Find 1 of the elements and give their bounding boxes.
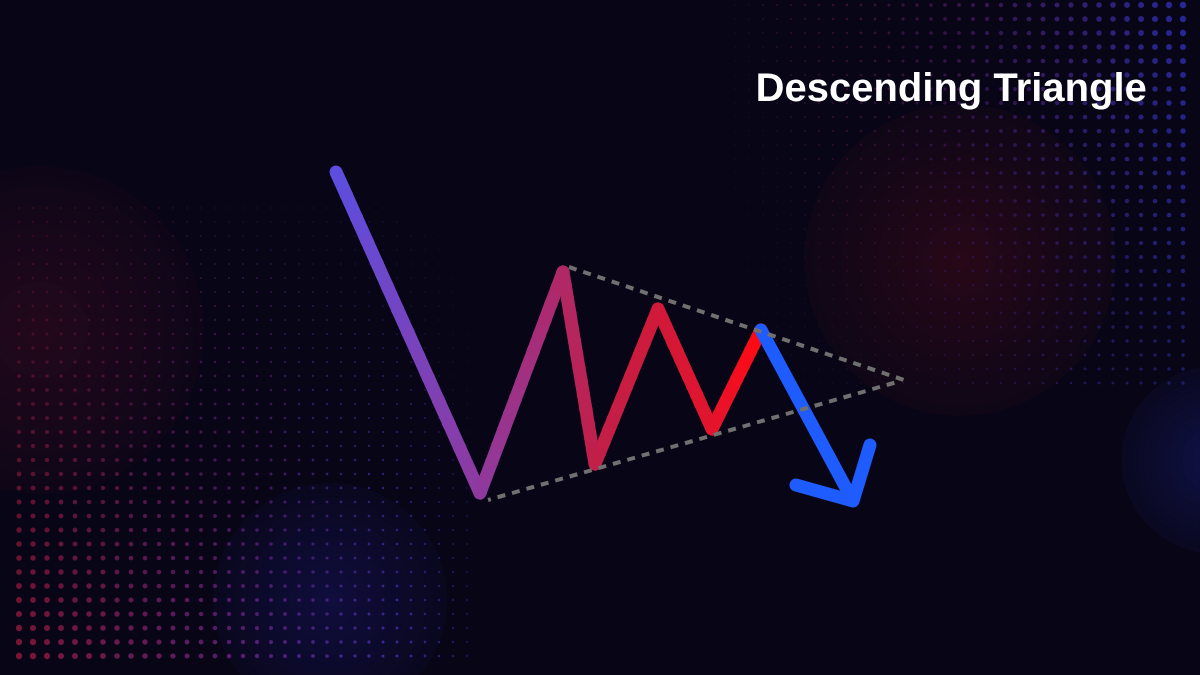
title: Descending Triangle [758,72,1146,110]
